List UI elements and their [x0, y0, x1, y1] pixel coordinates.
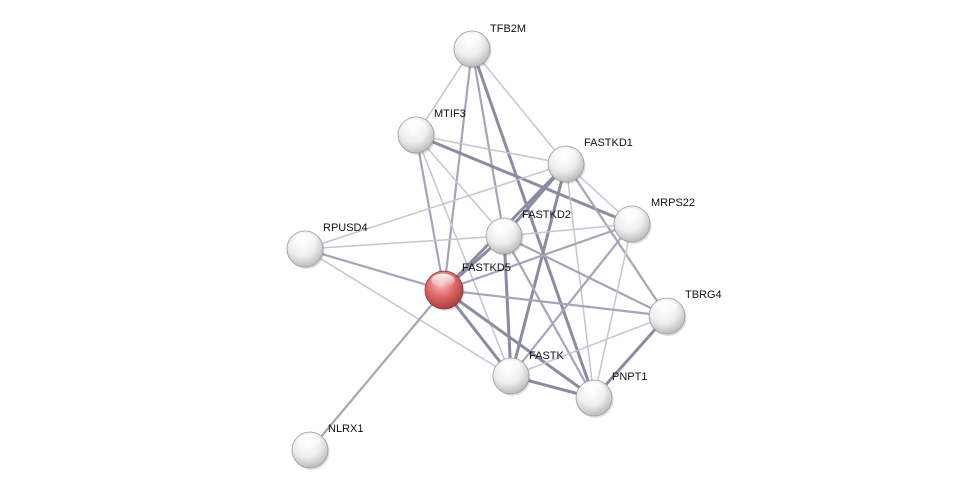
edge-fastkd5-tbrg4: [442, 288, 669, 318]
edge-fastkd1-rpusd4: [304, 163, 567, 250]
edge-fastkd5-pnpt1: [442, 288, 596, 400]
node-nlrx1[interactable]: NLRX1: [291, 423, 363, 470]
node-highlight: [581, 382, 605, 396]
node-highlight: [403, 119, 427, 133]
edge-fastkd2-fastk: [502, 234, 513, 378]
node-label-tbrg4: TBRG4: [685, 289, 722, 301]
node-highlight: [297, 434, 321, 448]
edge-fastkd2-mrps22: [503, 223, 633, 237]
edge-tfb2m-fastkd1: [471, 48, 567, 165]
edge-fastkd5-nlrx1: [308, 288, 446, 452]
node-label-fastkd5: FASTKD5: [462, 262, 511, 274]
edge-mrps22-fastk: [509, 222, 634, 378]
node-fastk[interactable]: FASTK: [492, 350, 565, 396]
node-label-pnpt1: PNPT1: [612, 371, 647, 383]
edge-rpusd4-fastk: [304, 248, 512, 377]
node-highlight: [553, 148, 577, 162]
edge-fastkd1-pnpt1: [565, 163, 595, 399]
node-highlight: [431, 273, 455, 288]
node-highlight: [459, 33, 483, 47]
edge-tfb2m-fastkd5: [442, 47, 474, 292]
edge-fastkd2-tbrg4: [502, 234, 669, 318]
edge-mrps22-fastkd5: [442, 222, 634, 292]
edge-tbrg4-fastk: [510, 315, 668, 377]
node-label-nlrx1: NLRX1: [328, 423, 363, 435]
node-fastkd1[interactable]: FASTKD1: [547, 137, 633, 184]
node-highlight: [292, 233, 316, 247]
edge-fastkd1-tbrg4: [564, 162, 669, 318]
node-label-rpusd4: RPUSD4: [323, 222, 368, 234]
edge-mtif3-fastk: [415, 134, 512, 377]
edge-layer: [303, 47, 669, 452]
node-label-tfb2m: TFB2M: [490, 23, 526, 35]
node-highlight: [654, 300, 678, 314]
edge-mrps22-pnpt1: [593, 223, 633, 399]
edge-tfb2m-fastkd2: [470, 47, 506, 238]
edge-mtif3-fastkd2: [415, 134, 505, 237]
node-highlight: [491, 220, 515, 234]
node-label-fastk: FASTK: [529, 350, 565, 362]
node-highlight: [498, 360, 522, 374]
edge-mtif3-fastkd1: [415, 134, 567, 165]
node-rpusd4[interactable]: RPUSD4: [286, 222, 368, 269]
node-highlight: [619, 208, 643, 222]
node-layer: TFB2M MTIF3FASTKD1MRPS22FASTKD2RPUSD4FAST…: [286, 23, 722, 470]
node-mtif3[interactable]: MTIF3: [397, 108, 466, 155]
edge-mtif3-fastkd5: [414, 133, 446, 292]
node-label-fastkd2: FASTKD2: [522, 209, 571, 221]
edge-fastkd2-rpusd4: [304, 235, 505, 250]
node-label-fastkd1: FASTKD1: [584, 137, 633, 149]
edge-rpusd4-fastkd5: [303, 247, 446, 292]
node-fastkd2[interactable]: FASTKD2: [485, 209, 571, 256]
node-mrps22[interactable]: MRPS22: [613, 197, 695, 244]
node-label-mtif3: MTIF3: [434, 108, 466, 120]
edge-tfb2m-pnpt1: [470, 47, 596, 400]
node-pnpt1[interactable]: PNPT1: [575, 371, 647, 418]
node-tbrg4[interactable]: TBRG4: [648, 289, 722, 336]
node-fastkd5[interactable]: FASTKD5: [424, 262, 511, 311]
node-label-mrps22: MRPS22: [651, 197, 695, 209]
edge-fastkd1-fastk: [509, 162, 568, 378]
node-tfb2m[interactable]: TFB2M: [453, 23, 526, 69]
